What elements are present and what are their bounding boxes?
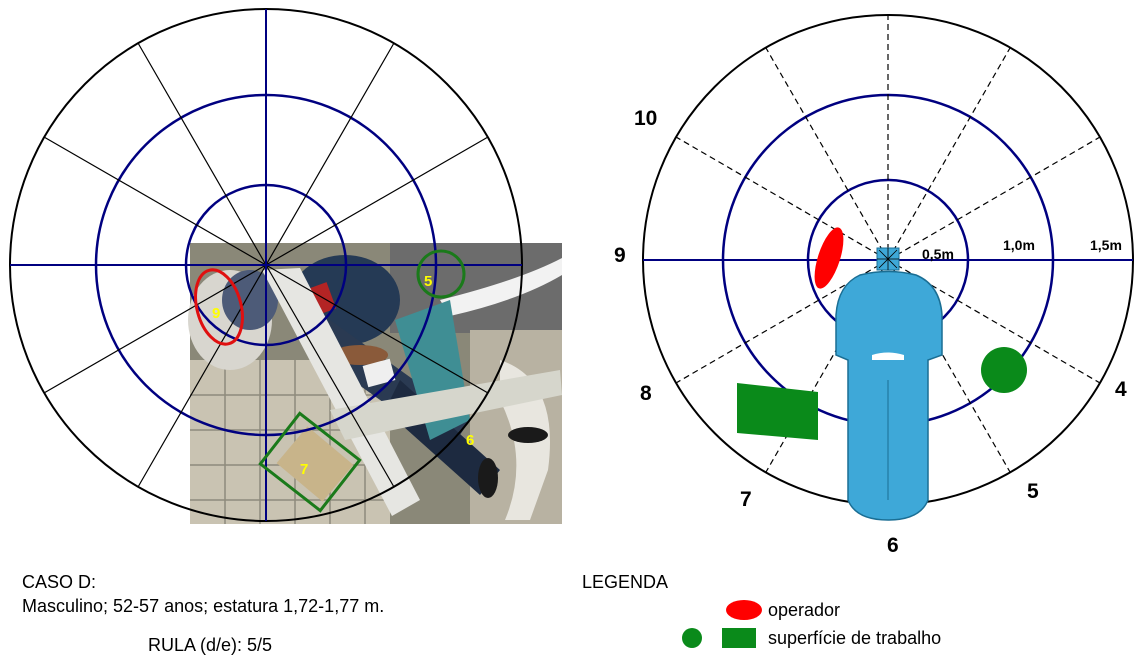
legend-operator-label: operador: [768, 600, 841, 620]
case-title: CASO D:: [22, 572, 97, 592]
surface-circle-marker: [981, 347, 1027, 393]
legend-surface-rect-symbol: [722, 628, 756, 648]
workstation-photo: [188, 243, 562, 524]
direction-label-7: 7: [740, 488, 752, 511]
direction-label-5: 5: [1027, 480, 1039, 503]
ring-label-1-0m: 1,0m: [1003, 237, 1035, 253]
direction-label-10: 10: [634, 107, 657, 130]
direction-label-4: 4: [1115, 378, 1127, 401]
photo-label-6: 6: [466, 432, 474, 449]
direction-label-6: 6: [887, 534, 899, 557]
surface-marker-5: [416, 249, 466, 299]
operator-marker: [814, 227, 844, 289]
legend-surface-circle-symbol: [682, 628, 702, 648]
ring-label-1-5m: 1,5m: [1090, 237, 1122, 253]
photo-label-9: 9: [212, 305, 220, 322]
photo-label-5: 5: [424, 273, 432, 290]
legend-surface-label: superfície de trabalho: [768, 628, 942, 648]
operator-body-silhouette: [835, 247, 943, 521]
surface-marker-7: [258, 411, 362, 513]
photo-label-7: 7: [300, 461, 308, 478]
left-reach-diagram: 9 5 7 6: [9, 8, 562, 524]
ring-label-0-5m: 0,5m: [922, 246, 954, 262]
legend-operator-symbol: [726, 600, 762, 620]
case-description: Masculino; 52-57 anos; estatura 1,72-1,7…: [22, 596, 385, 616]
direction-label-9: 9: [614, 244, 626, 267]
legend-title: LEGENDA: [582, 572, 669, 592]
operator-marker-9: [194, 268, 244, 346]
rula-score: RULA (d/e): 5/5: [148, 635, 273, 655]
direction-label-8: 8: [640, 382, 652, 405]
surface-rect-marker: [737, 383, 818, 440]
right-reach-diagram: 10 9 8 7 6 5 4 0,5m 1,0m 1,5m: [614, 14, 1134, 557]
